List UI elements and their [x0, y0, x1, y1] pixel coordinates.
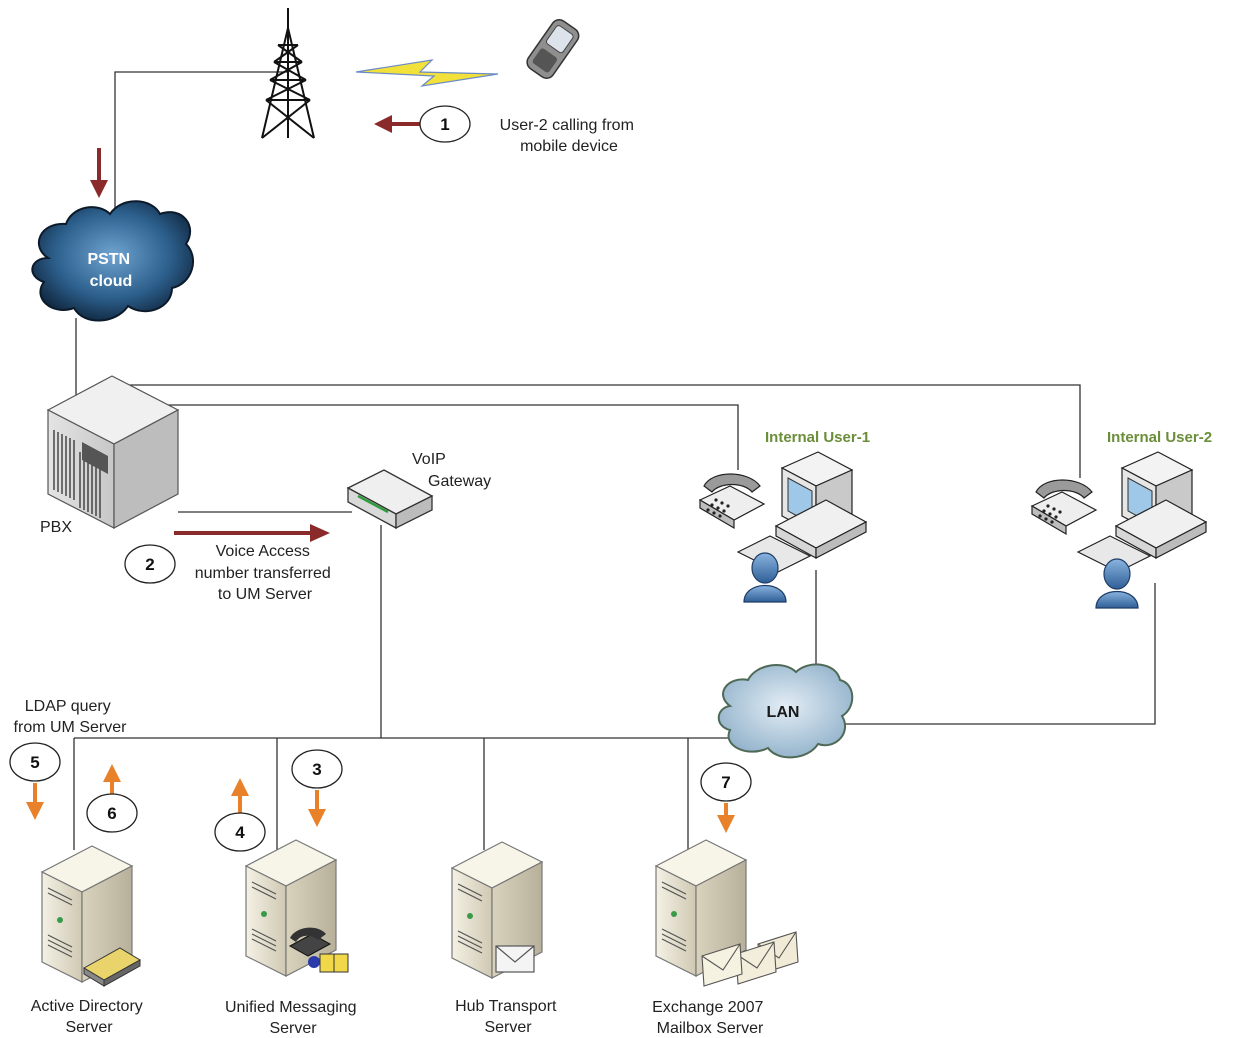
unified-messaging-server-icon	[244, 839, 349, 977]
step-3-marker: 3	[291, 749, 343, 789]
lan-label: LAN	[767, 704, 800, 721]
desk-phone-icon	[698, 473, 766, 530]
mobile-phone-icon	[526, 19, 580, 79]
mailbox-server-label: Exchange 2007 Mailbox Server	[652, 999, 768, 1037]
user-avatar-icon	[743, 552, 787, 603]
step-5-arrow	[26, 783, 44, 820]
envelope-icon	[495, 945, 535, 973]
step-5-number: 5	[30, 753, 39, 772]
computer-icon	[1076, 451, 1208, 573]
mailbox-server-icon	[654, 839, 799, 987]
mail-stack-icon	[701, 931, 799, 987]
active-directory-label: Active Directory Server	[31, 998, 147, 1036]
step-4-number: 4	[235, 823, 245, 842]
internal-user-2-label: Internal User-2	[1107, 429, 1212, 446]
step-7-number: 7	[721, 773, 730, 792]
directory-book-icon	[83, 947, 141, 987]
voip-gateway-label: VoIP Gateway	[412, 451, 491, 490]
active-directory-server-icon	[40, 845, 141, 987]
step-1-arrow	[374, 115, 420, 133]
phone-voicemail-icon	[288, 927, 349, 973]
step-6-arrow	[103, 764, 121, 798]
step-7-marker: 7	[700, 762, 752, 802]
step-2-arrow	[174, 524, 330, 542]
pbx-label: PBX	[40, 519, 72, 536]
step-3-number: 3	[312, 760, 321, 779]
pstn-down-arrow	[90, 148, 108, 198]
wireless-signal-icon	[355, 59, 499, 87]
lan-cloud: LAN	[717, 663, 854, 759]
step-5-marker: 5	[9, 742, 61, 782]
pbx-icon	[46, 375, 180, 529]
pstn-cloud-label: PSTN cloud	[87, 251, 134, 290]
step-2-marker: 2	[124, 544, 176, 584]
pbx-user2-line	[130, 384, 1081, 478]
voip-gateway-icon	[346, 469, 434, 530]
unified-messaging-label: Unified Messaging Server	[225, 999, 361, 1037]
user-avatar-icon	[1095, 558, 1139, 609]
hub-transport-label: Hub Transport Server	[455, 998, 561, 1036]
internal-user-2-workstation	[1030, 451, 1208, 609]
step-6-number: 6	[107, 804, 116, 823]
lan-user2-line	[842, 583, 1156, 725]
voice-access-label: Voice Access number transferred to UM Se…	[195, 543, 336, 603]
internal-user-1-workstation	[698, 451, 868, 603]
hub-transport-server-icon	[450, 841, 544, 979]
radio-tower-icon	[261, 8, 315, 139]
step-7-arrow	[717, 803, 735, 833]
ldap-query-label: LDAP query from UM Server	[14, 698, 128, 736]
pbx-user1-line	[160, 404, 739, 470]
tower-pstn-line	[114, 71, 288, 225]
internal-user-1-label: Internal User-1	[765, 429, 870, 446]
computer-icon	[736, 451, 868, 573]
step-1-number: 1	[440, 115, 449, 134]
step-2-number: 2	[145, 555, 154, 574]
pstn-cloud: PSTN cloud	[31, 200, 195, 322]
desk-phone-icon	[1030, 479, 1098, 536]
step-4-arrow	[231, 778, 249, 814]
step-1-marker: 1	[419, 105, 471, 143]
step-3-arrow	[308, 790, 326, 827]
step-4-marker: 4	[214, 812, 266, 852]
step-6-marker: 6	[86, 793, 138, 833]
user2-calling-label: User-2 calling from mobile device	[500, 117, 639, 155]
connection-lines	[73, 71, 1156, 850]
